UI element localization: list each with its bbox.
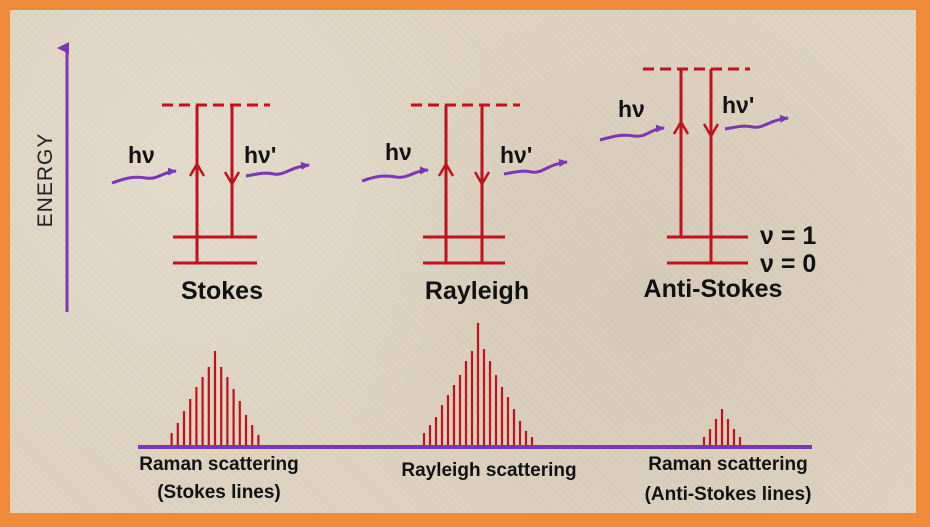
rayleigh-scattering-label: Rayleigh scattering xyxy=(401,460,576,481)
spectrum-lines xyxy=(170,323,742,447)
stokes-lines-label-2: (Stokes lines) xyxy=(157,482,281,503)
stokes-title: Stokes xyxy=(181,277,263,305)
incoming-photon-label: hν xyxy=(385,139,412,165)
energy-axis-label: ENERGY xyxy=(34,133,57,228)
rayleigh-diagram: hν hν' Rayleigh xyxy=(361,103,568,305)
spectrum: Raman scattering (Stokes lines) Rayleigh… xyxy=(138,323,812,505)
down-arrowhead xyxy=(702,123,720,139)
anti-stokes-lines-label-2: (Anti-Stokes lines) xyxy=(645,484,812,505)
outgoing-photon xyxy=(724,114,789,131)
down-arrowhead xyxy=(473,171,491,187)
down-arrowhead xyxy=(223,171,241,187)
anti-stokes-title: Anti-Stokes xyxy=(644,275,783,303)
incoming-photon xyxy=(599,124,665,142)
incoming-photon-label: hν xyxy=(618,96,645,122)
up-arrowhead xyxy=(672,119,690,135)
rayleigh-title: Rayleigh xyxy=(425,277,529,305)
stokes-lines-label-1: Raman scattering xyxy=(139,454,298,475)
up-arrowhead xyxy=(437,161,455,177)
outgoing-photon-label: hν' xyxy=(244,142,276,168)
up-arrowhead xyxy=(188,161,206,177)
anti-stokes-diagram: hν hν' ν = 1 ν = 0 Anti-Stokes xyxy=(599,67,816,303)
anti-stokes-lines-label-1: Raman scattering xyxy=(648,454,807,475)
outgoing-photon-label: hν' xyxy=(500,142,532,168)
incoming-photon-label: hν xyxy=(128,142,155,168)
outgoing-photon-label: hν' xyxy=(722,92,754,118)
stokes-diagram: hν hν' Stokes xyxy=(111,103,310,305)
incoming-photon xyxy=(361,166,429,183)
outgoing-photon xyxy=(503,158,568,176)
outgoing-photon xyxy=(245,161,310,178)
incoming-photon xyxy=(111,167,177,185)
level-v0-label: ν = 0 xyxy=(760,250,816,278)
level-v1-label: ν = 1 xyxy=(760,222,816,250)
